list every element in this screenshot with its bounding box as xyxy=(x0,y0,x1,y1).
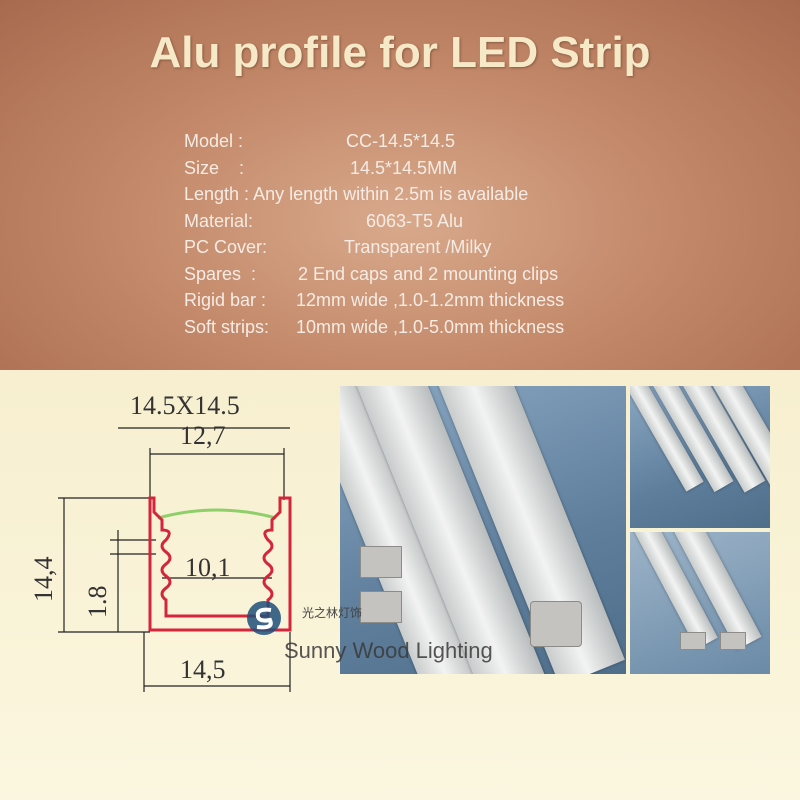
spec-value: 10mm wide ,1.0-5.0mm thickness xyxy=(296,316,565,337)
spec-label: Soft strips: xyxy=(184,316,270,337)
product-photo-main xyxy=(340,386,626,674)
spec-label: Size : xyxy=(184,157,245,178)
sunny-wood-logo-icon xyxy=(247,601,281,635)
dim-bottom-label: 14,5 xyxy=(180,655,226,684)
dim-step-label: 1.8 xyxy=(83,586,112,619)
spec-value: 12mm wide ,1.0-1.2mm thickness xyxy=(296,290,565,310)
dim-overall-label: 14.5X14.5 xyxy=(130,391,240,420)
profile-cross-section-drawing: 14.5X14.5 12,7 10,1 14,5 14,4 1.8 xyxy=(29,391,292,692)
dimension-lines xyxy=(58,427,291,692)
spec-value: 6063-T5 Alu xyxy=(366,210,464,231)
dim-inner-mid-label: 10,1 xyxy=(185,553,231,582)
product-photo-set xyxy=(630,386,770,528)
spec-label: Spares : xyxy=(184,263,257,284)
spec-label: Rigid bar : xyxy=(184,290,267,310)
watermark-chinese: 光之林灯饰 xyxy=(302,606,363,620)
spec-label: Model : xyxy=(184,131,244,151)
spec-value: Transparent /Milky xyxy=(344,237,492,257)
product-photo-detail xyxy=(630,532,770,674)
page-title: Alu profile for LED Strip xyxy=(149,28,651,77)
spec-label: Length : Any length within 2.5m is avail… xyxy=(184,184,529,204)
pc-cover-shape xyxy=(157,508,277,520)
spec-value: 2 End caps and 2 mounting clips xyxy=(298,263,559,284)
spec-value: 14.5*14.5MM xyxy=(350,157,458,178)
spec-label: Material: xyxy=(184,210,254,231)
watermark-english: Sunny Wood Lighting xyxy=(284,638,493,663)
spec-value: CC-14.5*14.5 xyxy=(346,131,456,151)
header-panel: Alu profile for LED Strip Model : CC-14.… xyxy=(0,0,800,370)
dim-height-label: 14,4 xyxy=(29,557,58,603)
aluminium-profile-outline xyxy=(148,496,292,632)
spec-label: PC Cover: xyxy=(184,237,268,257)
dim-inner-top-label: 12,7 xyxy=(180,421,226,450)
